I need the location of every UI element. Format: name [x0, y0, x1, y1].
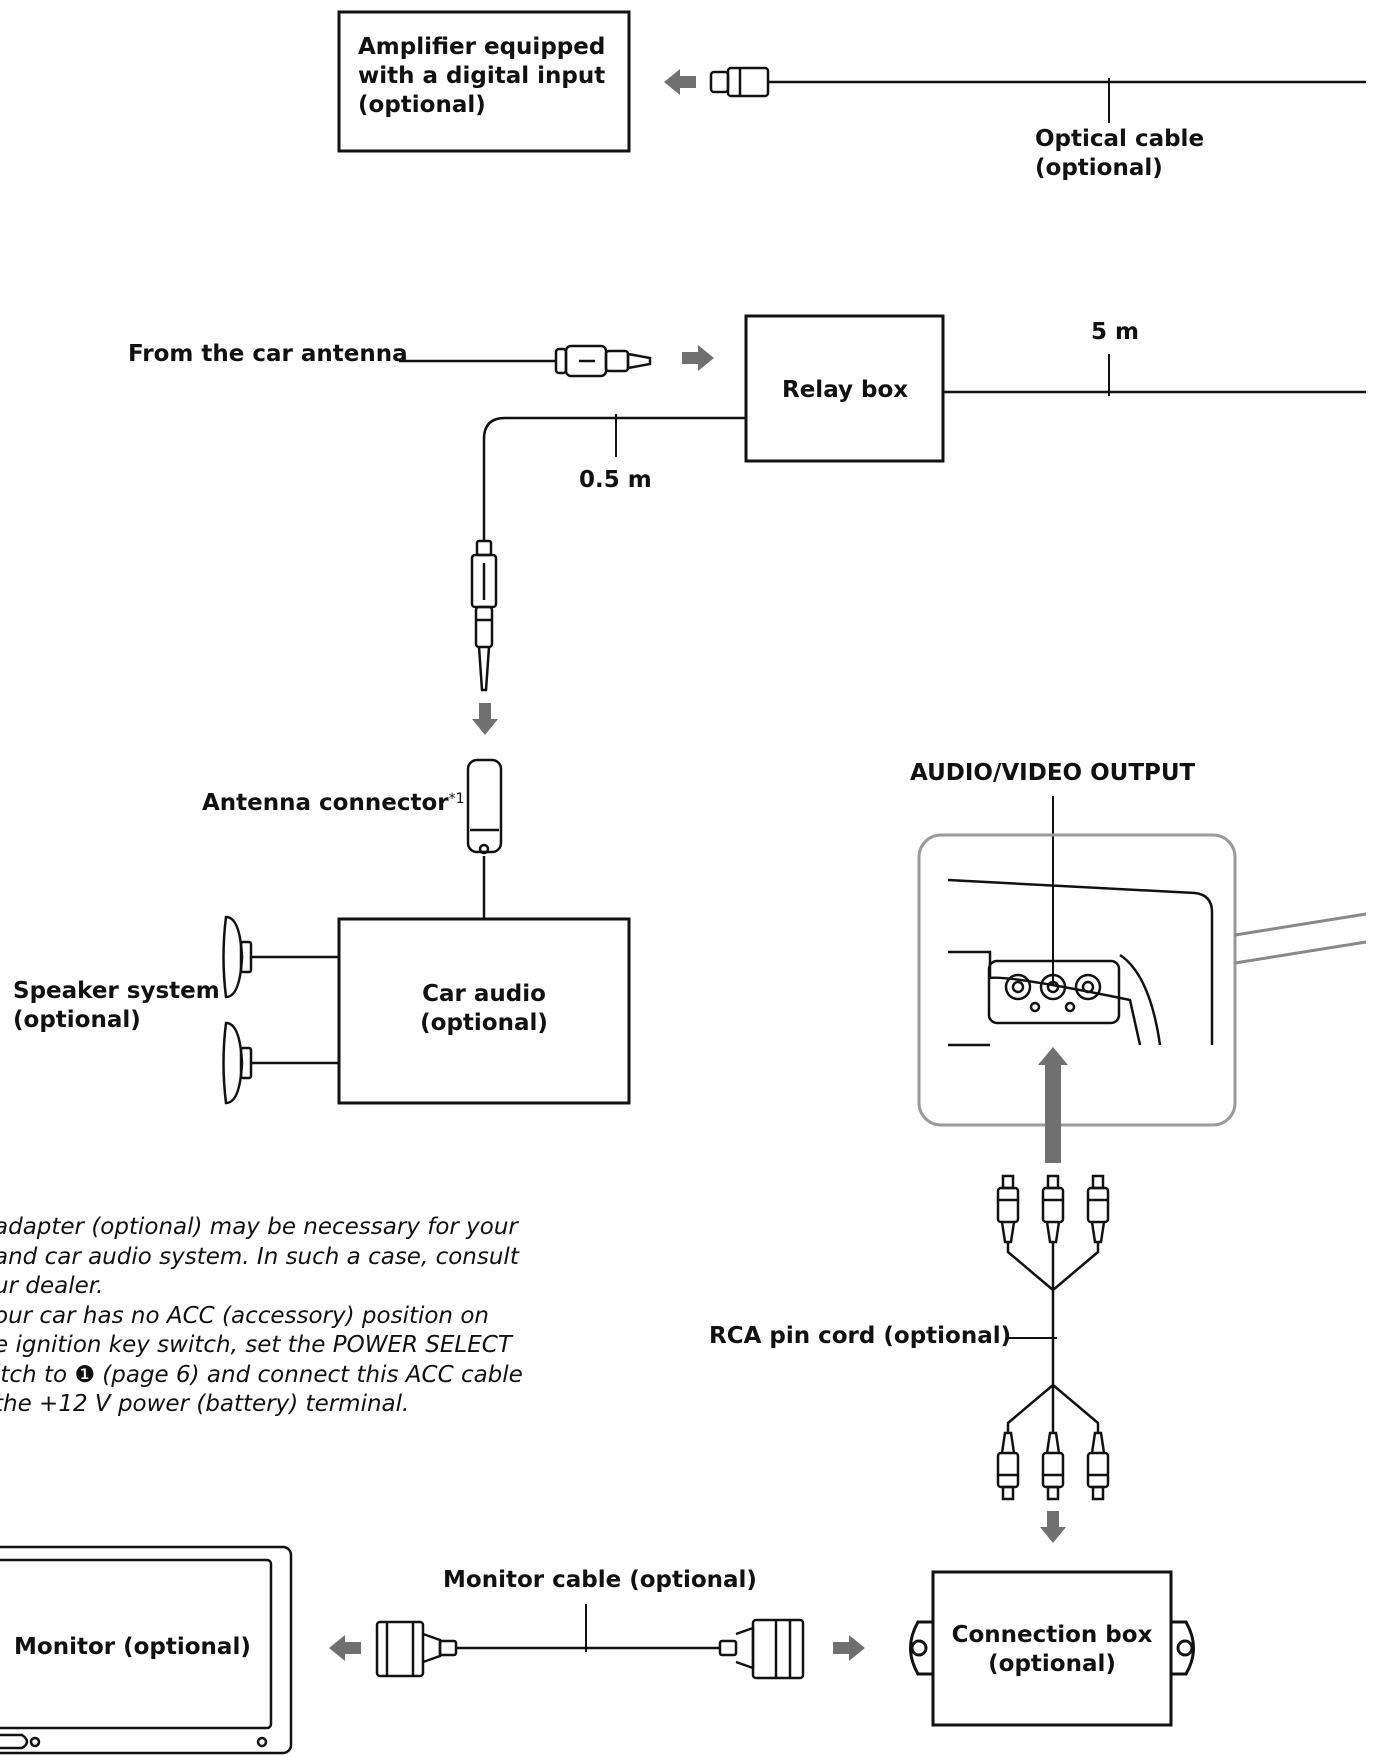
- antenna-plug-horizontal: [554, 344, 652, 378]
- footnote-mark: *1: [448, 791, 465, 807]
- amplifier-box: [337, 10, 631, 153]
- speaker-top: [222, 915, 256, 999]
- car-audio-box: [337, 917, 631, 1105]
- connection-box-line2: (optional): [988, 1651, 1116, 1677]
- length-05m-label: 0.5 m: [579, 467, 652, 493]
- rca-plugs-bottom: [996, 1431, 1110, 1501]
- car-audio-label: Car audio (optional): [339, 980, 629, 1038]
- speaker-system-label: Speaker system (optional): [13, 977, 220, 1035]
- note-line-7: the +12 V power (battery) terminal.: [0, 1391, 410, 1417]
- connection-box: [909, 1570, 1195, 1727]
- antenna-connector-label: Antenna connector*1: [202, 789, 465, 818]
- note-line-1: adapter (optional) may be necessary for …: [0, 1214, 518, 1240]
- note-line-2: and car audio system. In such a case, co…: [0, 1243, 519, 1270]
- note-line-3: ur dealer.: [0, 1273, 104, 1299]
- car-audio-line1: Car audio: [422, 981, 546, 1007]
- antenna-source-label: From the car antenna: [128, 341, 408, 367]
- connection-box-line1: Connection box: [951, 1622, 1153, 1648]
- relay-box-label: Relay box: [782, 377, 909, 403]
- optical-cable-label-line2: (optional): [1035, 155, 1163, 181]
- optical-connector: [709, 66, 770, 98]
- antenna-connector: [466, 758, 503, 855]
- av-jack-panel: [987, 959, 1121, 1025]
- relay-cable-05m: [482, 416, 746, 541]
- connection-box-label: Connection box (optional): [933, 1621, 1171, 1679]
- car-audio-line2: (optional): [420, 1010, 548, 1036]
- amplifier-label-line1: Amplifier equipped: [358, 34, 606, 60]
- monitor-cable-label: Monitor cable (optional): [443, 1567, 757, 1593]
- antenna-connector-text: Antenna connector: [202, 790, 449, 816]
- speaker-system-line2: (optional): [13, 1007, 141, 1033]
- monitor-label: Monitor (optional): [14, 1634, 251, 1660]
- av-jack-audio-right: [1074, 973, 1102, 1001]
- rca-cord-label: RCA pin cord (optional): [709, 1323, 1012, 1349]
- arrow-to-connection-box: [1040, 1511, 1066, 1543]
- arrow-to-av-output: [1038, 1047, 1068, 1163]
- note-line-6: itch to ❶ (page 6) and connect this ACC …: [0, 1361, 523, 1388]
- note-line-4: our car has no ACC (accessory) position …: [0, 1302, 489, 1329]
- av-jack-video: [1004, 973, 1032, 1001]
- footnote-text: adapter (optional) may be necessary for …: [0, 1213, 554, 1420]
- antenna-plug-vertical: [470, 539, 498, 692]
- amplifier-label-line2: with a digital input: [358, 63, 606, 89]
- arrow-to-connection-box-side: [833, 1635, 865, 1661]
- monitor-plug-left: [375, 1620, 458, 1678]
- device-body: [947, 878, 1214, 1047]
- rca-plugs-top: [996, 1174, 1110, 1244]
- amplifier-label: Amplifier equipped with a digital input …: [358, 33, 605, 120]
- length-5m-label: 5 m: [1091, 319, 1139, 345]
- arrow-to-antenna-connector: [472, 703, 498, 735]
- av-jack-audio-left: [1039, 973, 1067, 1001]
- optical-cable-label: Optical cable (optional): [1035, 125, 1204, 183]
- rca-cord-wires: [1006, 1242, 1100, 1433]
- panel-callout: [1234, 912, 1367, 965]
- arrow-to-relay-box: [682, 345, 714, 371]
- arrow-to-amplifier: [664, 69, 696, 95]
- speaker-bottom: [222, 1021, 256, 1105]
- av-output-label: AUDIO/VIDEO OUTPUT: [910, 760, 1196, 786]
- arrow-to-monitor: [329, 1635, 361, 1661]
- monitor-body: [0, 1545, 293, 1755]
- amplifier-label-line3: (optional): [358, 92, 486, 118]
- relay-box: [744, 314, 945, 463]
- speaker-system-line1: Speaker system: [13, 978, 220, 1004]
- av-output-panel: [917, 833, 1237, 1127]
- monitor-plug-right: [718, 1618, 805, 1680]
- note-line-5: e ignition key switch, set the POWER SEL…: [0, 1332, 512, 1358]
- optical-cable-label-line1: Optical cable: [1035, 126, 1205, 152]
